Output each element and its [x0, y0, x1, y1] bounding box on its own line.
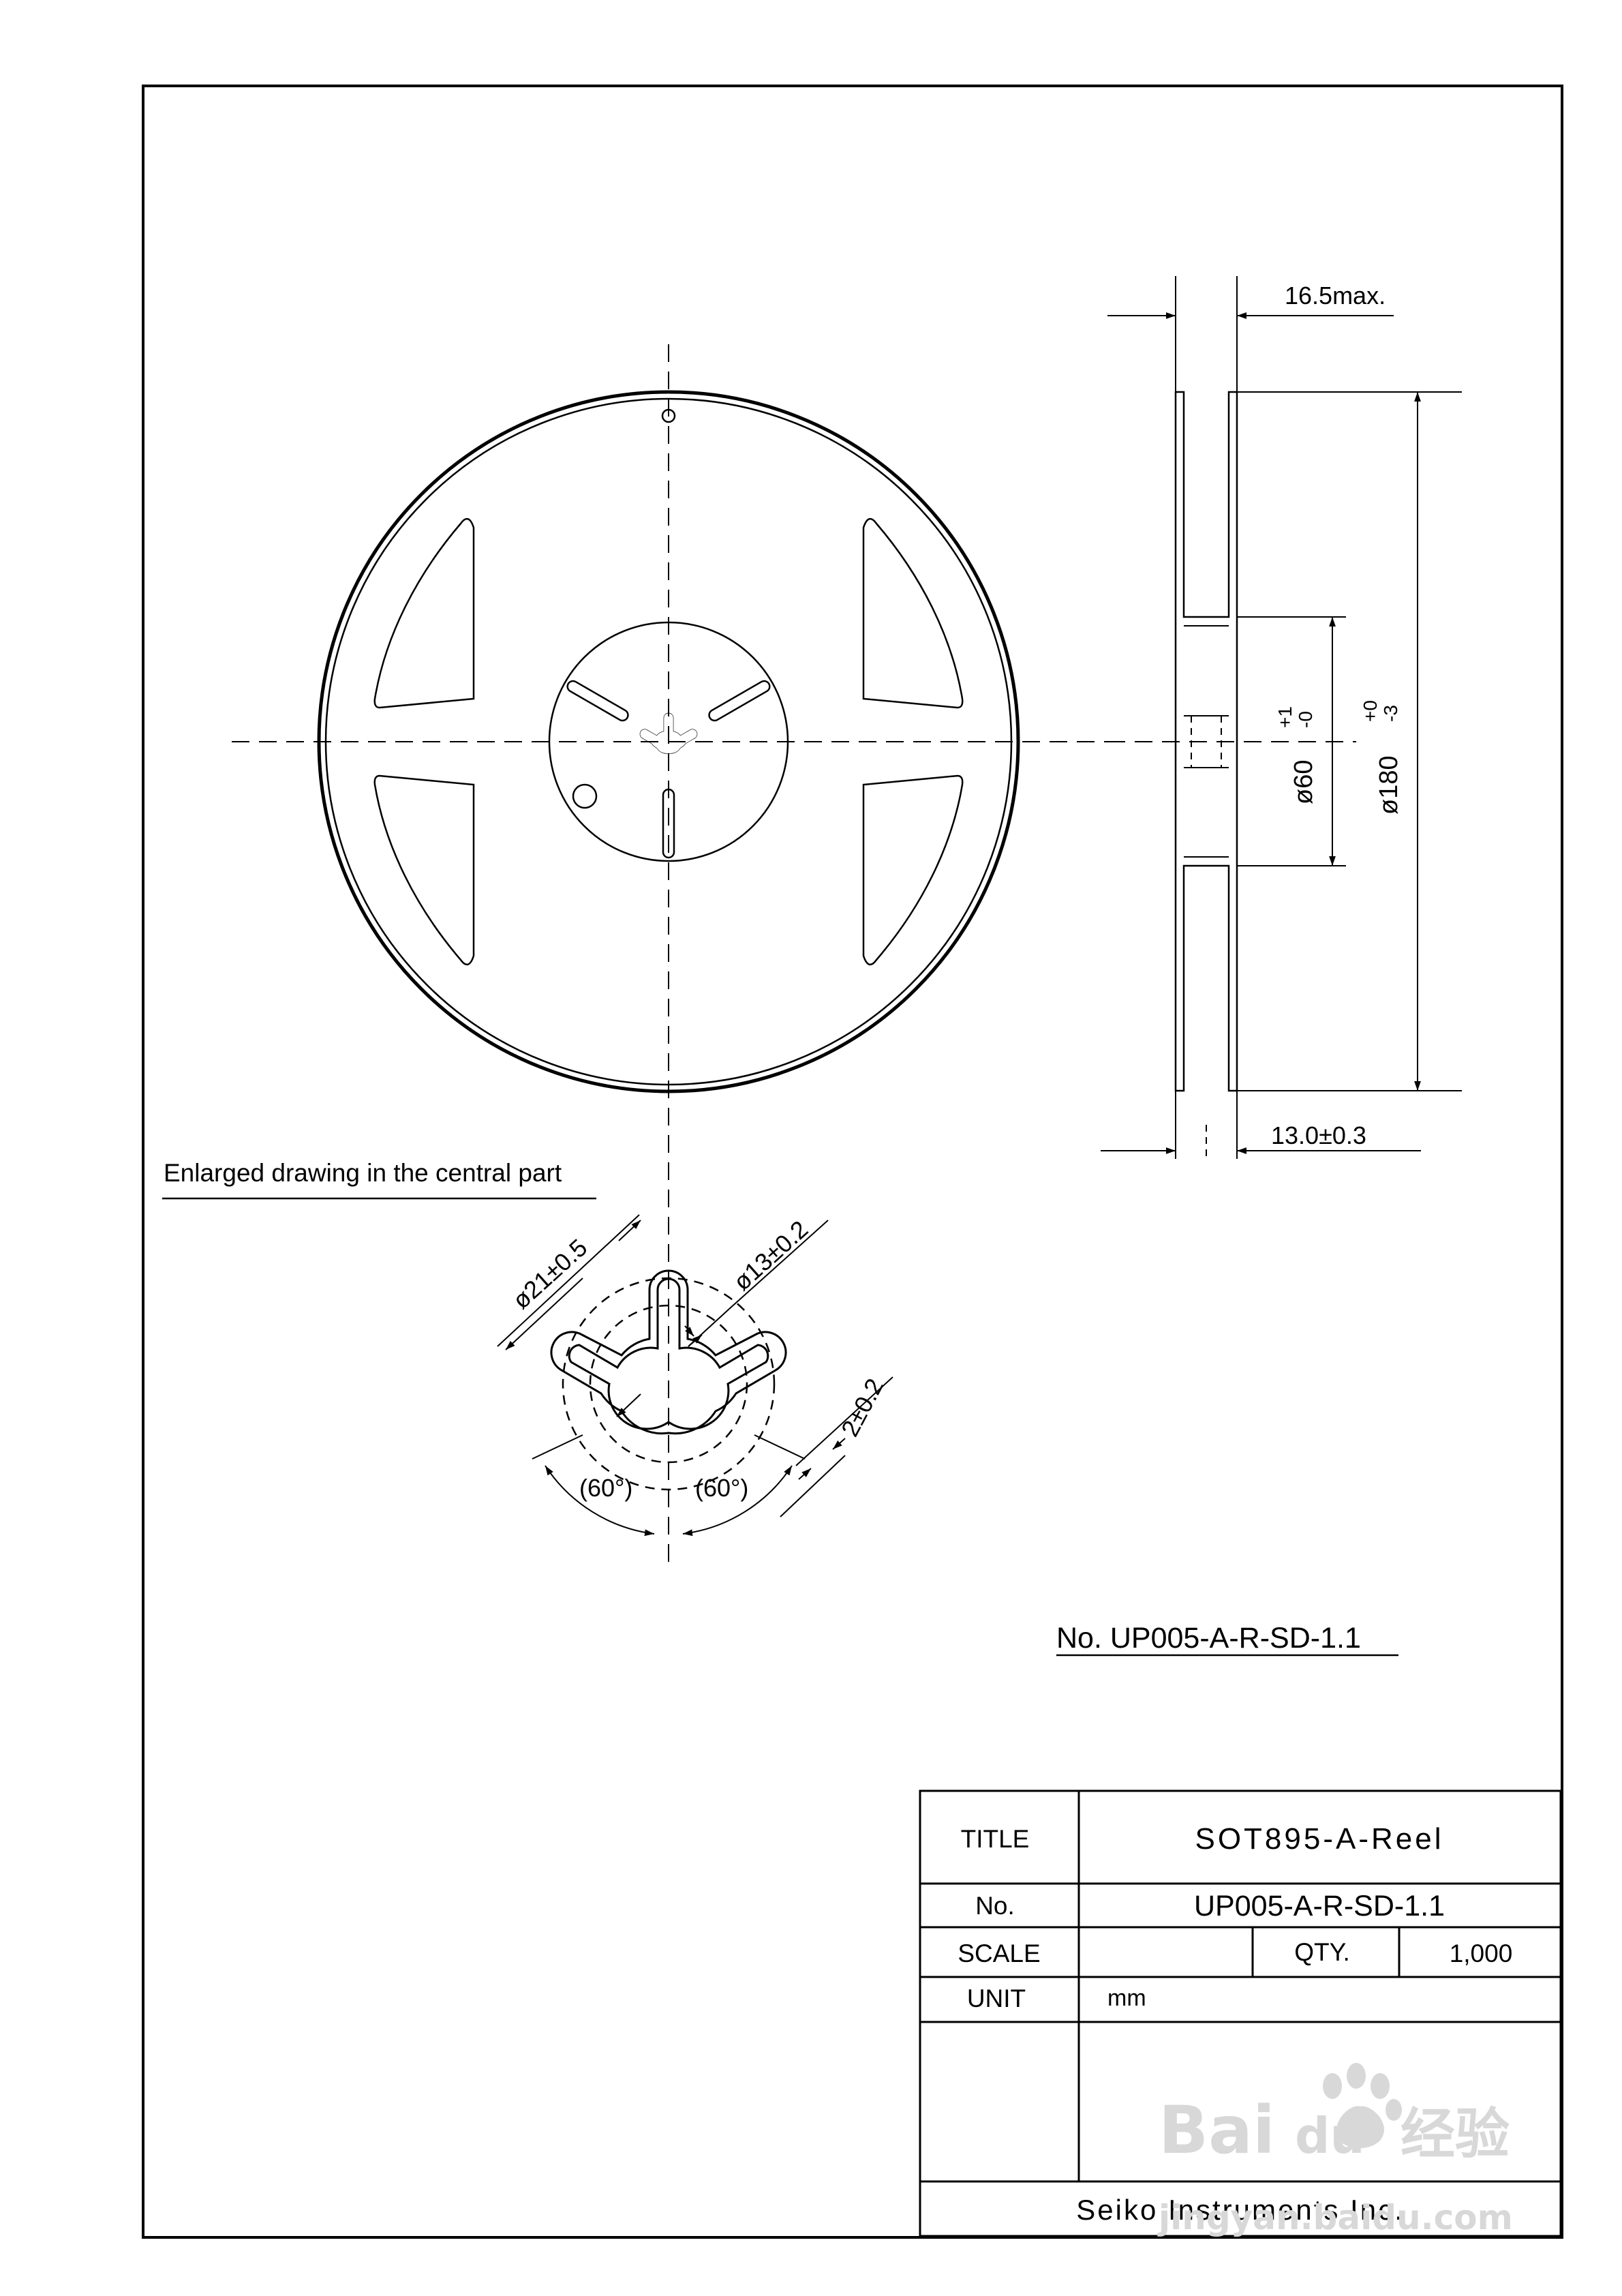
title-block: [919, 1789, 1562, 2237]
dim-21-arrow: [505, 1278, 583, 1350]
dim-180-value: ø180: [1375, 755, 1403, 815]
enlarged-spindle-view: [497, 1214, 893, 1537]
hub-slot-upper-right: [708, 680, 771, 722]
angle-arc-right: [682, 1465, 793, 1537]
enlarged-spindle-outline-outer: [550, 1269, 787, 1435]
dim-60-label: ø60 +1 -0: [1274, 706, 1318, 804]
hub-slot-bottom: [662, 788, 675, 859]
drawing-frame: [142, 85, 1563, 2239]
dim-13-enlarged-label: ø13±0.2: [728, 1215, 813, 1296]
tb-no-value: UP005-A-R-SD-1.1: [1194, 1890, 1445, 1922]
tb-title-label: TITLE: [961, 1825, 1030, 1853]
window-cutout-bottom-left: [373, 774, 475, 965]
dim-60-tol-lower: -0: [1295, 711, 1316, 728]
window-cutout-top-right: [862, 518, 964, 709]
angle-arc-left: [545, 1465, 655, 1537]
dim-13-ext-line: [729, 1220, 829, 1310]
dim-16-5-label: 16.5max.: [1285, 282, 1386, 309]
spindle-hole-small: [639, 712, 698, 754]
watermark-brand-du: du: [1295, 2107, 1365, 2164]
dim-2-ext-line-1: [795, 1376, 893, 1466]
reel-side-view: [1101, 276, 1462, 1159]
drawing-number: No. UP005-A-R-SD-1.1: [1056, 1622, 1361, 1655]
reel-inner-rim: [324, 397, 1013, 1086]
dim-2-arrow-1: [832, 1438, 846, 1450]
dim-21-ext-line: [497, 1214, 640, 1347]
window-cutout-top-left: [373, 518, 475, 709]
window-cutout-bottom-right: [862, 774, 964, 965]
dim-60-value: ø60: [1289, 760, 1318, 804]
tb-no-label: No.: [975, 1892, 1015, 1920]
enlarged-caption: Enlarged drawing in the central part: [164, 1159, 562, 1187]
watermark-url: jingyan.baidu.com: [1157, 2198, 1513, 2237]
dim-13-arrow-1: [688, 1334, 703, 1347]
tb-company: Seiko Instruments Inc.: [1076, 2194, 1405, 2226]
hub-small-hole: [572, 783, 598, 809]
tb-unit-value: mm: [1107, 1985, 1146, 2011]
reel-hub: [548, 621, 789, 862]
dim-60-tol-upper: +1: [1274, 706, 1296, 728]
dim-180-label: ø180 +0 -3: [1360, 700, 1403, 815]
dim-2-label: 2±0.2: [836, 1374, 889, 1441]
angle-right-label: (60°): [695, 1474, 748, 1502]
angle-ext-right: [754, 1434, 806, 1460]
reel-top-hole: [661, 408, 676, 423]
dim-180-tol-lower: -3: [1380, 705, 1401, 722]
angle-ext-left: [532, 1434, 583, 1460]
tb-title-value: SOT895-A-Reel: [1195, 1822, 1443, 1856]
dim-180-tol-upper: +0: [1360, 700, 1381, 722]
dim-21-label: ø21±0.5: [507, 1233, 592, 1314]
dim-13-arrow-2: [684, 1325, 694, 1337]
reel-outer-rim: [317, 390, 1020, 1093]
paw-icon: [1323, 2063, 1402, 2149]
angle-left-label: (60°): [579, 1474, 632, 1502]
title-block-border: [919, 1789, 1562, 2237]
hub-slot-upper-left: [566, 680, 629, 722]
dim-21-arrow-top: [618, 1220, 641, 1241]
baidu-watermark: Bai du 经验 jingyan.baidu.com: [1157, 2063, 1513, 2237]
tb-unit-label: UNIT: [967, 1984, 1026, 2012]
enlarged-inner-dashed-circle: [589, 1304, 748, 1464]
watermark-cn: 经验: [1401, 2102, 1510, 2166]
tb-scale-label: SCALE: [958, 1939, 1040, 1967]
dim-2-arrow-2: [798, 1468, 812, 1480]
reel-front-view: [232, 344, 1111, 1568]
enlarged-spindle-outline-inner: [568, 1278, 769, 1430]
dim-2-ext-line-2: [780, 1455, 846, 1517]
watermark-brand: Bai: [1159, 2092, 1275, 2169]
dim-13-label: 13.0±0.3: [1271, 1121, 1366, 1149]
dim-13-arrow-3: [616, 1393, 641, 1417]
tb-qty-value: 1,000: [1450, 1939, 1513, 1967]
tb-qty-label: QTY.: [1294, 1938, 1350, 1966]
